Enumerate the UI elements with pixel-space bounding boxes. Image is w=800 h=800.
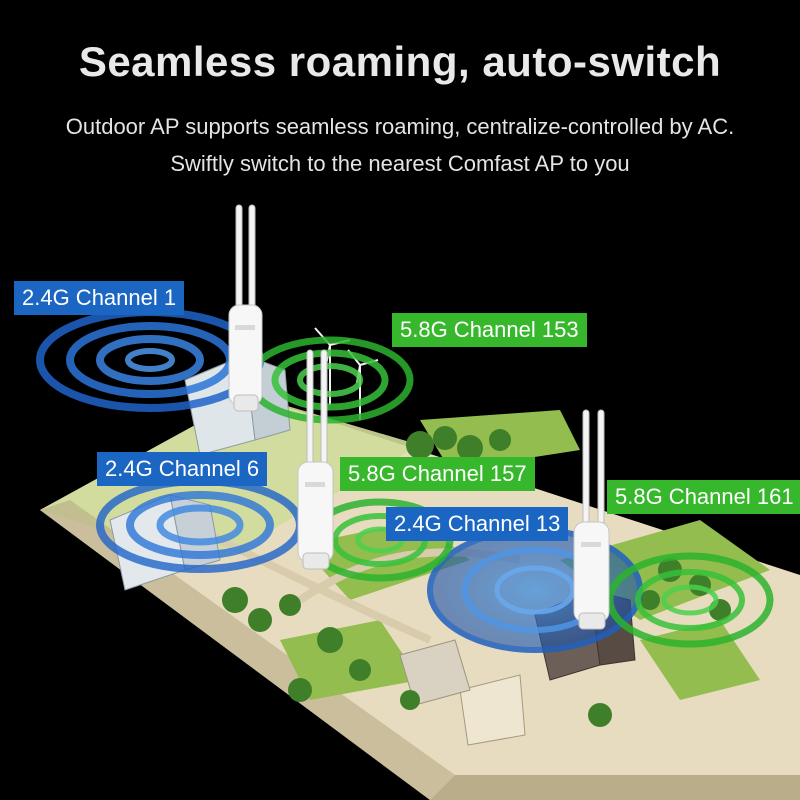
access-point-icon: [297, 349, 334, 570]
channel-label-2-4g-channel-6: 2.4G Channel 6: [97, 452, 268, 486]
subtitle-line-1: Outdoor AP supports seamless roaming, ce…: [65, 114, 735, 139]
channel-label-5-8g-channel-157: 5.8G Channel 157: [340, 457, 535, 491]
channel-label-5-8g-channel-161: 5.8G Channel 161: [607, 480, 800, 514]
channel-label-2-4g-channel-13: 2.4G Channel 13: [386, 507, 569, 541]
access-point-icon: [573, 409, 610, 630]
access-point-icon: [228, 204, 263, 412]
channel-label-5-8g-channel-153: 5.8G Channel 153: [392, 313, 587, 347]
channel-label-2-4g-channel-1: 2.4G Channel 1: [14, 281, 185, 315]
page-title: Seamless roaming, auto-switch: [78, 38, 722, 85]
subtitle-line-2: Swiftly switch to the nearest Comfast AP…: [170, 151, 630, 176]
